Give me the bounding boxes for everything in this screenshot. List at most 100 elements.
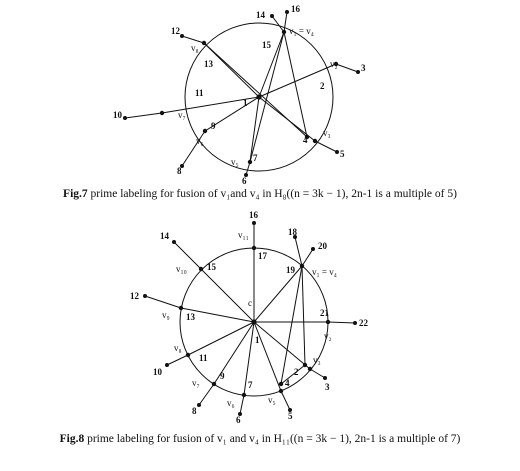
fig8-edge-label-7: 7 xyxy=(248,380,253,390)
fig8-vertex-v7-dot xyxy=(211,381,217,387)
fig8-leaf-22 xyxy=(353,321,357,325)
fig8-caption: Fig.8 prime labeling for fusion of v₁ an… xyxy=(0,433,520,445)
fig7-leaf-3 xyxy=(356,70,360,74)
fig7-edge-label-13: 13 xyxy=(204,59,214,69)
fig8-leaf-5 xyxy=(288,408,292,412)
fig8-chord-v1-2 xyxy=(301,265,306,366)
fig7-edge-label-11: 11 xyxy=(195,88,204,98)
fig7-spoke-v2 xyxy=(258,63,337,98)
fig8-label-v8: v₈ xyxy=(174,343,182,353)
fig7-vertex-v1-dot xyxy=(281,29,287,35)
fig8-pendant-14 xyxy=(173,241,202,270)
fig7-edge-label-6: 6 xyxy=(242,176,247,186)
fig7-caption-prefix: Fig.7 xyxy=(63,188,88,200)
fig7-edge-label-7: 7 xyxy=(253,153,258,163)
fig8-pendant-3 xyxy=(309,368,326,379)
fig7-spoke-v1 xyxy=(258,31,285,98)
fig7-edge-label-5: 5 xyxy=(340,149,345,159)
fig8-edge-label-10: 10 xyxy=(153,367,163,377)
fig7-leaf-12 xyxy=(180,34,184,38)
fig7-edge-label-16: 16 xyxy=(291,4,301,14)
fig8-chord-4-2 xyxy=(280,364,306,385)
fig8-center-label: c xyxy=(248,298,252,308)
fig8-leaf-16 xyxy=(252,221,256,225)
fig7-pendant-10 xyxy=(124,112,163,119)
fig8-pendant-6 xyxy=(239,394,245,415)
fig8-edge-label-18: 18 xyxy=(288,227,298,237)
fig7-chord-v1-4 xyxy=(283,31,308,138)
fig8-vertex-v5-dot xyxy=(278,388,284,394)
fig8-spoke-v9 xyxy=(180,307,255,323)
fig7-caption: Fig.7 prime labeling for fusion of v₁and… xyxy=(0,188,520,200)
fig7-vertex-v6-dot xyxy=(202,128,208,134)
fig8-pendant-10 xyxy=(166,354,189,366)
fig8-edge-label-11: 11 xyxy=(199,353,208,363)
fig8-label-v2: v₂ xyxy=(324,331,332,341)
fig7-pendant-8 xyxy=(181,130,206,167)
fig8-edge-label-22: 22 xyxy=(359,318,369,328)
fig8-edge-label-19: 19 xyxy=(286,265,296,275)
fig8-leaf-6 xyxy=(238,412,242,416)
fig8-edge-label-4: 4 xyxy=(285,378,290,388)
fig7-edge-label-8: 8 xyxy=(177,166,182,176)
fig8-edge-label-20: 20 xyxy=(318,241,328,251)
fig8-leaf-3 xyxy=(323,376,327,380)
fig7-edge-label-2: 2 xyxy=(320,81,325,91)
fig7-vertex-v8-dot xyxy=(201,40,207,46)
fig7-chord-v8-4 xyxy=(203,42,308,138)
fig8-label-v3: v₃ xyxy=(313,355,321,365)
fig7-spoke-v6 xyxy=(204,96,260,132)
fig8-vertex-2-dot xyxy=(302,362,308,368)
fig8-label-v9: v₉ xyxy=(162,310,170,320)
fig7-leaf-8 xyxy=(180,164,184,168)
fig7-label-v3: v₃ xyxy=(323,128,331,138)
fig8-edge-label-16: 16 xyxy=(249,210,259,220)
fig8-edge-label-9: 9 xyxy=(220,371,225,381)
fig8-label-v6: v₆ xyxy=(227,398,235,408)
fig8-spoke-v1 xyxy=(253,265,303,323)
fig7-pendant-5 xyxy=(314,140,338,153)
fig8-spoke-v7 xyxy=(213,321,255,385)
fig8-caption-text: prime labeling for fusion of v₁ and v₄ i… xyxy=(84,433,461,445)
fig7-edge-label-9: 9 xyxy=(211,121,216,131)
fig7-leaf-10 xyxy=(123,116,127,120)
fig7-pendant-3 xyxy=(335,63,359,73)
fig8-vertex-v3-dot xyxy=(307,366,313,372)
fig8-leaf-20 xyxy=(311,247,315,251)
fig7-label-v8: v₈ xyxy=(191,43,199,53)
fig8-spoke-v10 xyxy=(200,268,255,323)
fig8-edge-label-3: 3 xyxy=(325,382,330,392)
fig7-spoke-v7 xyxy=(161,96,260,114)
fig8-label-v7: v₇ xyxy=(192,378,200,388)
fig8-vertex-v10-dot xyxy=(198,266,204,272)
fig7-center-dot xyxy=(256,94,262,100)
fig8-vertex-v1-dot xyxy=(299,263,305,269)
fig8-spoke-v8 xyxy=(187,321,255,356)
fig7-edge-label-4: 4 xyxy=(303,135,308,145)
fig8-leaf-10 xyxy=(165,363,169,367)
fig7-pendant-6 xyxy=(245,161,251,176)
fig8-spoke-v3 xyxy=(253,321,311,370)
fig8-edge-label-2: 2 xyxy=(294,367,299,377)
fig7-vertex-v3-dot xyxy=(312,138,318,144)
fig8-spoke-v5 xyxy=(253,321,282,392)
fig7-vertex-v2-dot xyxy=(333,61,339,67)
fig8-label-v11: v₁₁ xyxy=(238,230,249,240)
fig8-edge-label-5: 5 xyxy=(288,411,293,421)
fig8-center-dot xyxy=(251,319,257,325)
fig8-leaf-14 xyxy=(172,240,176,244)
fig8-vertex-v8-dot xyxy=(185,352,191,358)
fig7-leaf-16 xyxy=(285,10,289,14)
fig7-vertex-v5-dot xyxy=(247,159,253,165)
fig8-pendant-20 xyxy=(301,248,314,267)
fig8-edge-label-15: 15 xyxy=(207,262,217,272)
fig8-caption-prefix: Fig.8 xyxy=(59,433,85,445)
fig8-edge-label-12: 12 xyxy=(130,291,140,301)
fig8-edge-label-17: 17 xyxy=(258,251,268,261)
fig7-edge-label-10: 10 xyxy=(113,110,123,120)
fig7-label-v5: v₅ xyxy=(231,157,239,167)
fig7-pendant-16 xyxy=(283,11,288,33)
fig7-edge-label-15: 15 xyxy=(262,40,272,50)
fig8-edge-label-13: 13 xyxy=(186,312,196,322)
